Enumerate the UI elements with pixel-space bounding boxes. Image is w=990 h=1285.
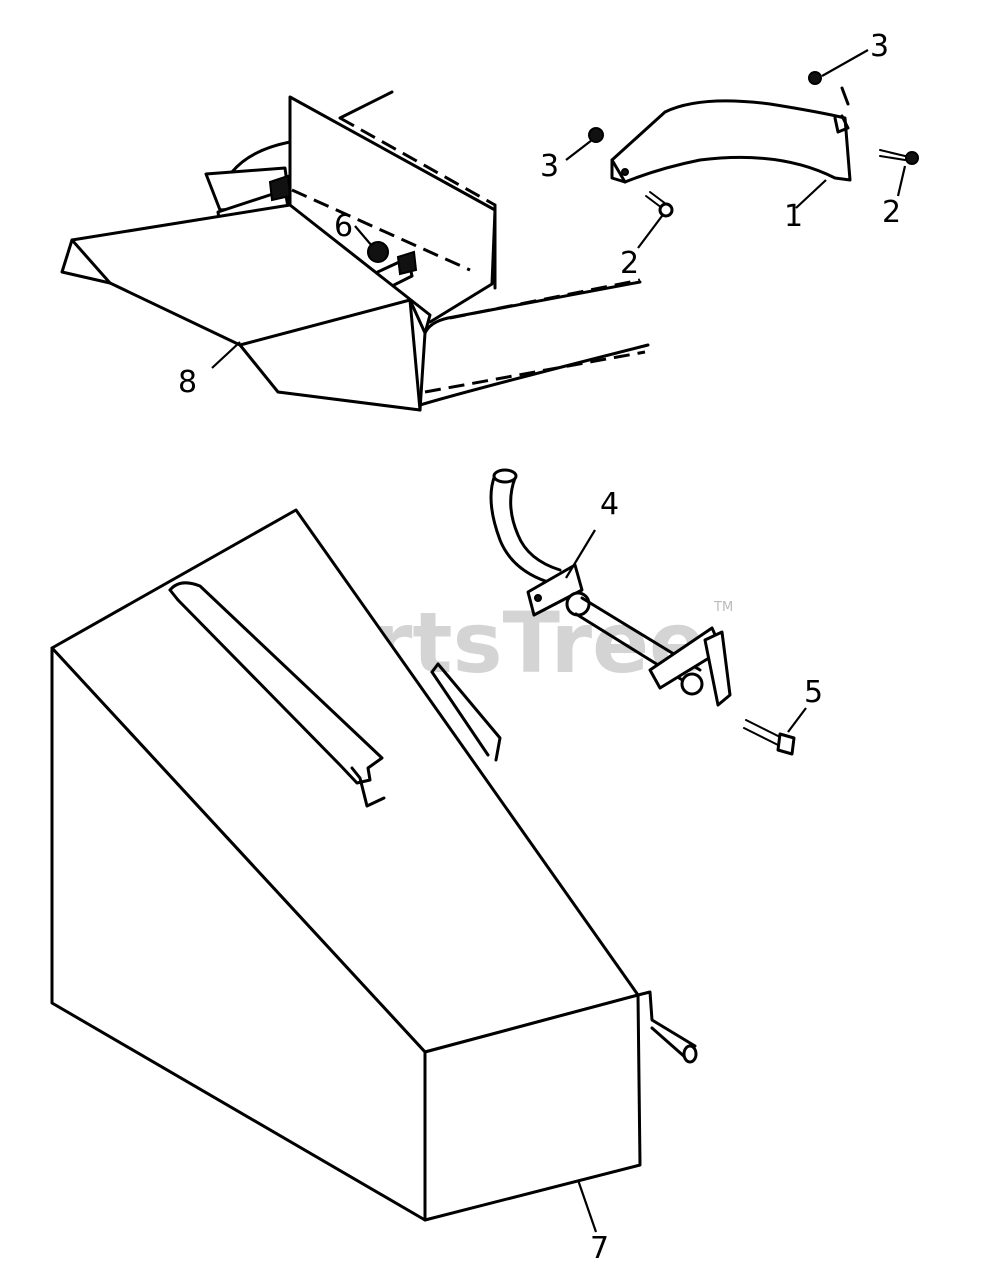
callout-labels: 8 6 2 3 3 2 1 4 5 7 (178, 29, 901, 1266)
callout-5: 5 (804, 675, 823, 710)
watermark-trademark: TM (713, 600, 733, 615)
callout-1: 1 (784, 199, 803, 234)
callout-6: 6 (334, 209, 353, 244)
callout-3-right: 3 (870, 29, 889, 64)
callout-2-left: 2 (620, 246, 639, 281)
callout-2-right: 2 (882, 195, 901, 230)
callout-4: 4 (600, 487, 619, 522)
part-3-nut-right[interactable] (808, 71, 822, 85)
leader-lines (211, 49, 907, 1233)
part-8-discharge-chute[interactable] (60, 90, 650, 412)
part-4-handle-rod[interactable] (489, 468, 732, 707)
part-7-grass-catcher[interactable] (50, 508, 698, 1222)
callout-7: 7 (590, 1231, 609, 1266)
part-5-bolt[interactable] (743, 719, 796, 756)
part-2-bolt-right[interactable] (879, 149, 919, 165)
part-3-nut-left[interactable] (588, 127, 604, 143)
part-2-bolt-left[interactable] (645, 191, 674, 218)
part-6-nut[interactable] (367, 241, 389, 263)
callout-8: 8 (178, 365, 197, 400)
callout-3-left: 3 (540, 149, 559, 184)
part-1-curved-bracket[interactable] (610, 99, 852, 184)
